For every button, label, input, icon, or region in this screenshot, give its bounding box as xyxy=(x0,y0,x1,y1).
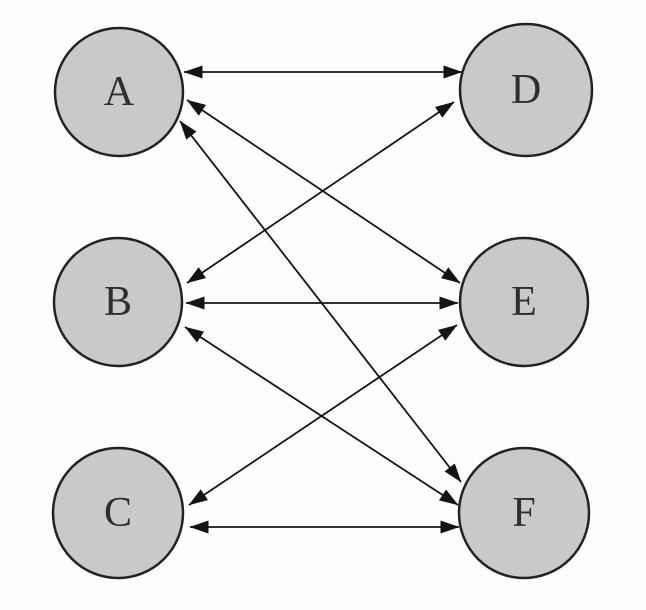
node-b: B xyxy=(52,236,184,368)
node-circle-a xyxy=(53,26,185,158)
node-label-b: B xyxy=(104,279,132,325)
node-c: C xyxy=(51,446,185,580)
node-e: E xyxy=(458,236,590,368)
node-label-c: C xyxy=(104,490,132,536)
node-label-d: D xyxy=(511,67,541,113)
nodes-layer: A B C D E F xyxy=(51,22,594,580)
edge-b-d xyxy=(186,101,455,284)
node-d: D xyxy=(458,22,594,158)
node-a: A xyxy=(53,26,185,158)
node-circle-b xyxy=(52,236,184,368)
edges-layer xyxy=(179,65,463,534)
node-label-f: F xyxy=(512,490,535,536)
node-circle-e xyxy=(458,236,590,368)
node-label-e: E xyxy=(511,279,537,325)
edge-c-e xyxy=(188,324,458,506)
node-circle-c xyxy=(51,446,185,580)
node-label-a: A xyxy=(104,69,135,115)
node-circle-f xyxy=(457,446,591,580)
node-circle-d xyxy=(458,22,594,158)
node-f: F xyxy=(457,446,591,580)
